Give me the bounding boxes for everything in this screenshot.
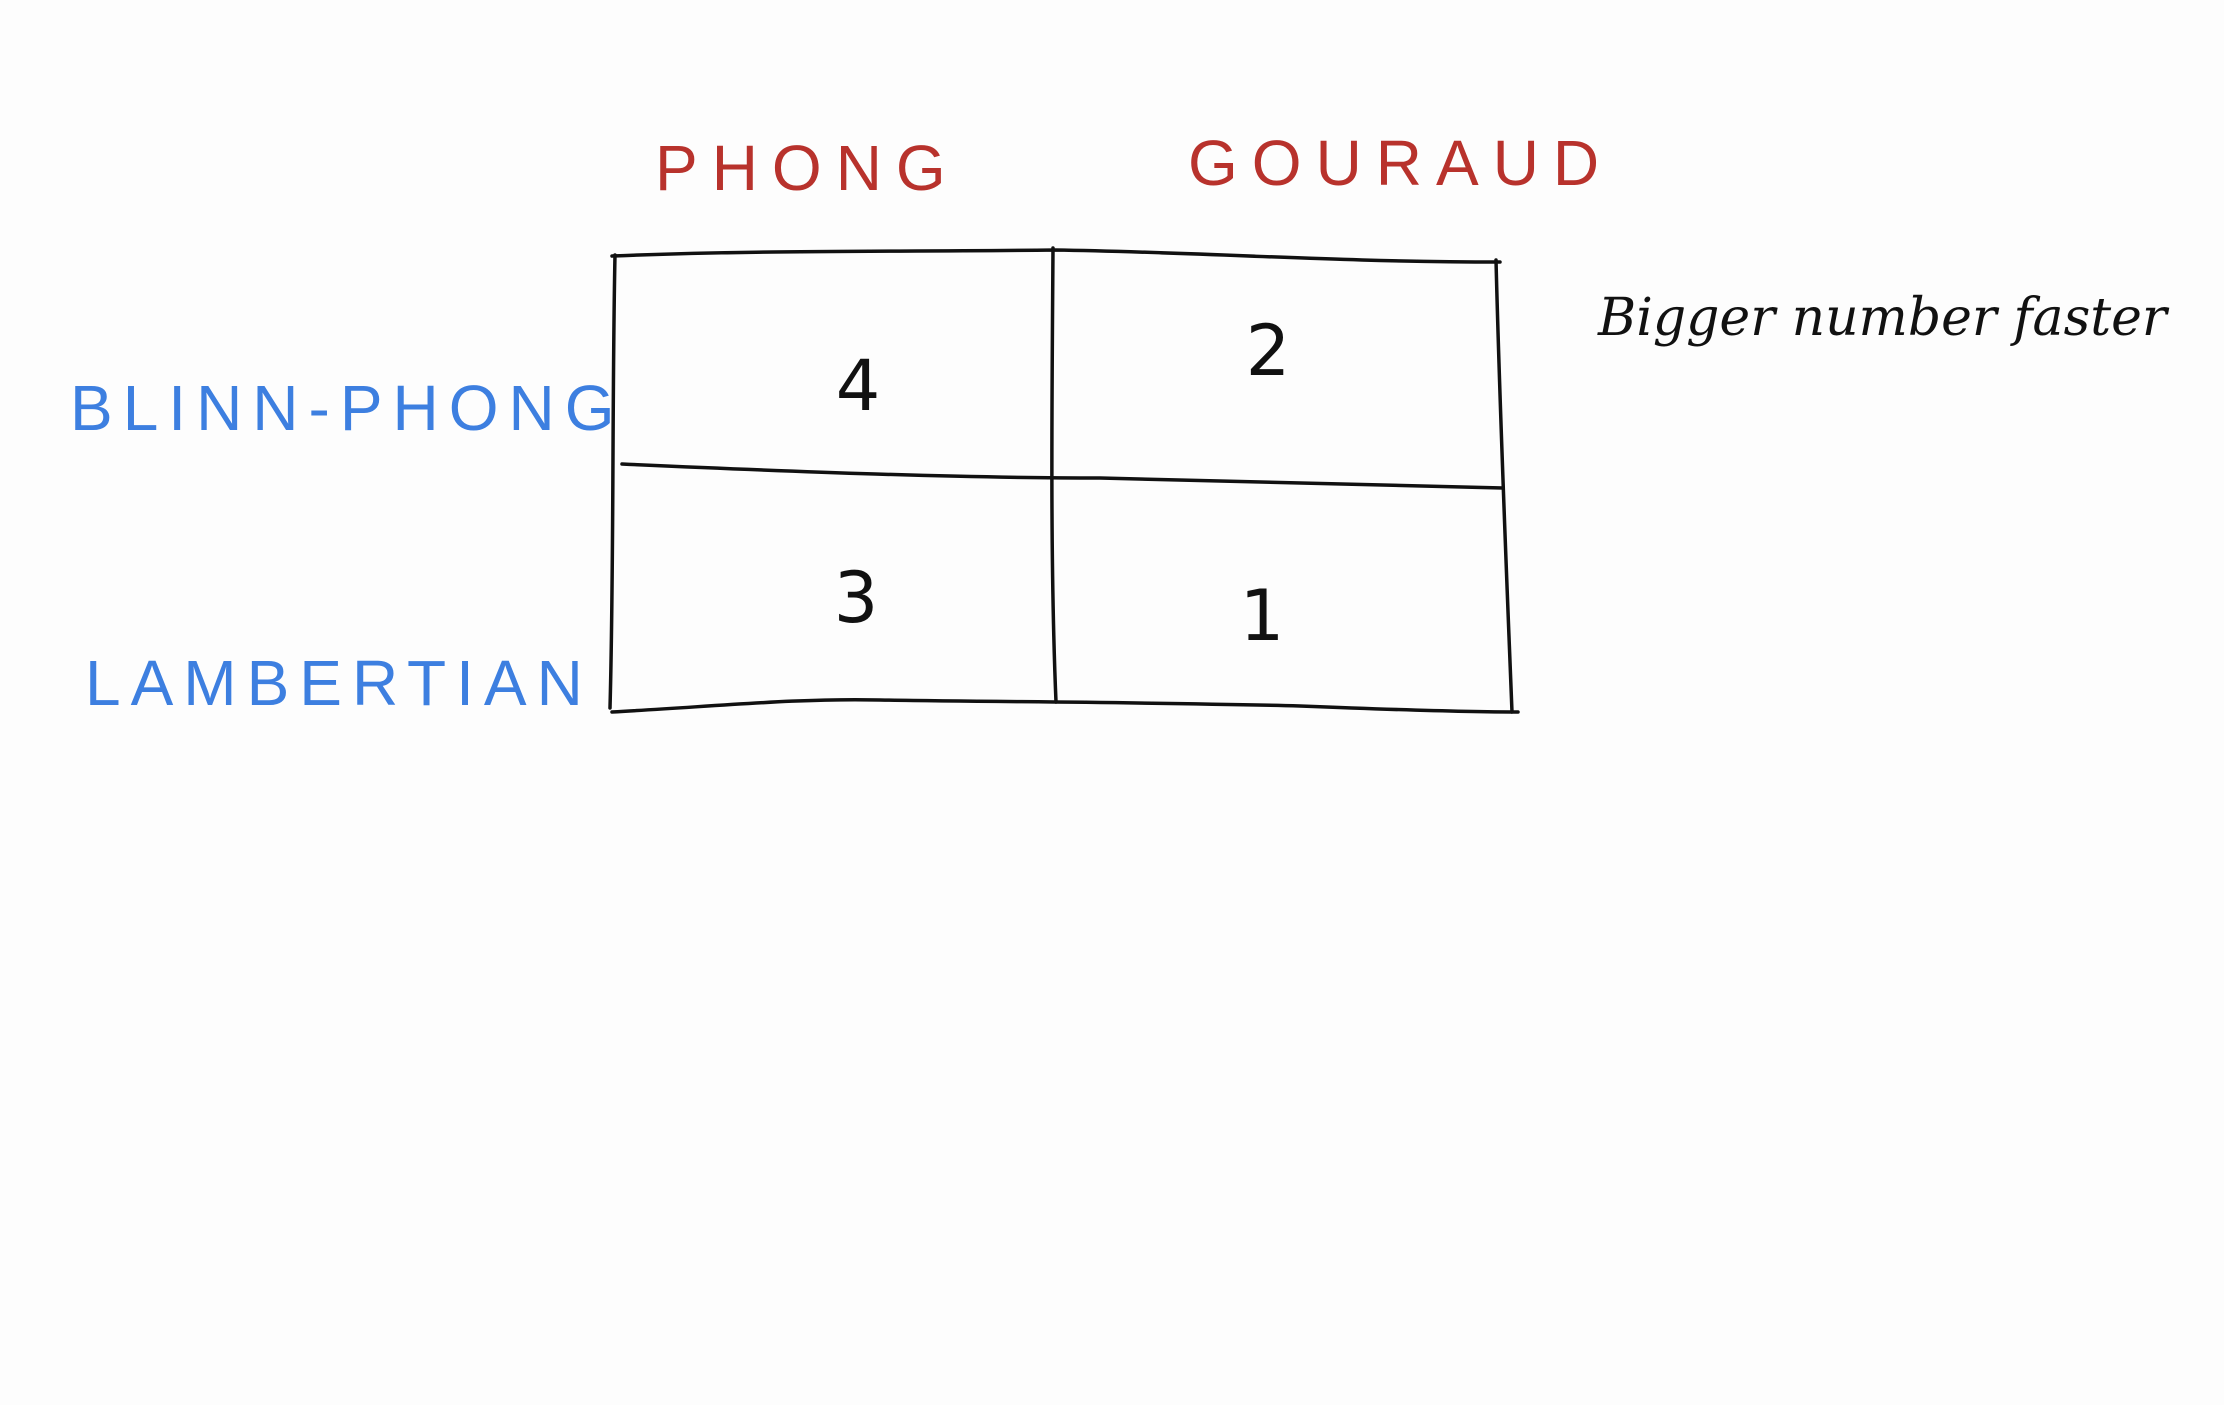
column-header-phong: PHONG [655, 132, 960, 204]
cell-blinn-phong-gouraud: 2 [1246, 310, 1291, 392]
row-header-lambertian: LAMBERTIAN [85, 647, 593, 719]
legend-note: Bigger number faster [1597, 288, 2170, 348]
grid-middle-divider [1050, 246, 1058, 704]
cell-blinn-phong-phong: 4 [836, 345, 881, 427]
grid-bottom-border [610, 697, 1520, 714]
grid-row-divider [620, 462, 1505, 490]
cell-lambertian-phong: 3 [834, 557, 879, 639]
grid-right-border [1494, 258, 1514, 714]
rating-grid [608, 246, 1520, 714]
grid-left-border [608, 253, 617, 710]
cell-lambertian-gouraud: 1 [1240, 575, 1285, 657]
grid-top-border [610, 248, 1502, 264]
column-header-gouraud: GOURAUD [1188, 127, 1613, 199]
row-header-blinn-phong: BLINN-PHONG [70, 372, 625, 444]
